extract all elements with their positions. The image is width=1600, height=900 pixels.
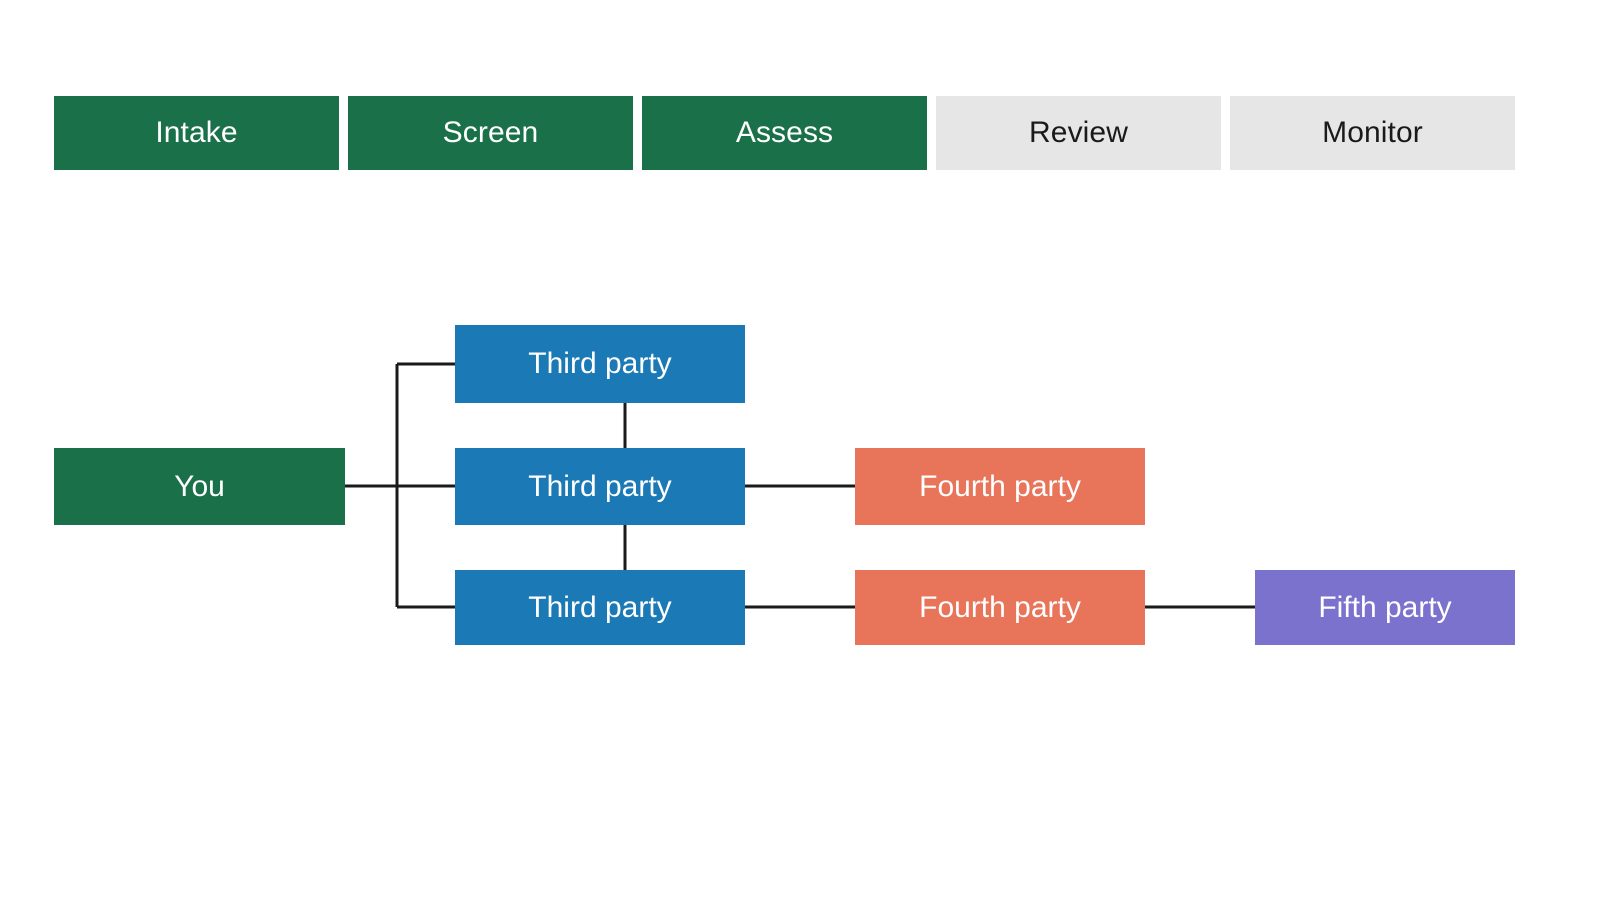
node-third-party-bottom[interactable]: Third party [455,570,745,645]
node-you[interactable]: You [54,448,345,525]
stage-screen[interactable]: Screen [348,96,633,170]
node-third-party-middle[interactable]: Third party [455,448,745,525]
stage-review[interactable]: Review [936,96,1221,170]
stage-progress-bar: Intake Screen Assess Review Monitor [54,96,1515,170]
node-fifth-party[interactable]: Fifth party [1255,570,1515,645]
node-third-party-top[interactable]: Third party [455,325,745,403]
node-fourth-party-bottom[interactable]: Fourth party [855,570,1145,645]
node-fourth-party-middle[interactable]: Fourth party [855,448,1145,525]
stage-monitor[interactable]: Monitor [1230,96,1515,170]
stage-intake[interactable]: Intake [54,96,339,170]
stage-assess[interactable]: Assess [642,96,927,170]
